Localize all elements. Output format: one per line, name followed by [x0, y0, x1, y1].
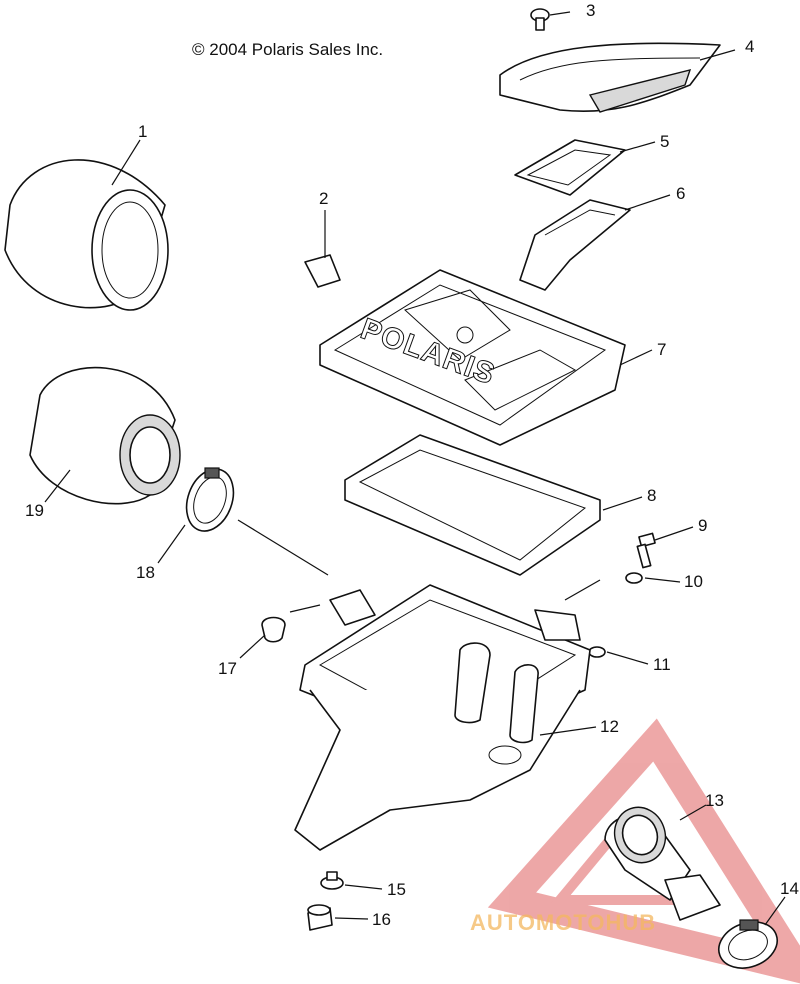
part-8-seal [344, 434, 601, 576]
part-11-washer [588, 646, 606, 658]
callout-10: 10 [684, 572, 703, 591]
callout-2: 2 [319, 189, 328, 208]
part-3-screw [530, 8, 550, 31]
callout-3: 3 [586, 1, 595, 20]
part-16-cap [307, 904, 333, 931]
callout-11: 11 [653, 655, 671, 674]
callout-6: 6 [676, 184, 685, 203]
part-19-inner-filter [29, 366, 181, 505]
callout-labels: 1 2 3 4 5 6 7 8 9 10 11 12 13 14 15 16 1… [25, 1, 799, 929]
copyright-notice: © 2004 Polaris Sales Inc. [192, 40, 384, 59]
callout-12: 12 [600, 717, 619, 736]
callout-9: 9 [698, 516, 707, 535]
callout-5: 5 [660, 132, 669, 151]
part-14-clamp [718, 919, 778, 969]
part-9-bolt [636, 532, 656, 569]
watermark-text: AUTOMOTOHUB [470, 910, 656, 935]
part-15-plug [320, 871, 344, 890]
part-5-gasket [514, 139, 626, 196]
callout-17: 17 [218, 659, 237, 678]
callout-1: 1 [138, 122, 147, 141]
part-6-inlet-duct [519, 199, 631, 291]
callout-19: 19 [25, 501, 44, 520]
part-13-intake-boot [604, 806, 721, 921]
part-18-clamp [185, 467, 235, 532]
watermark-brand: AUTOMOTOHUB [470, 910, 656, 935]
callout-14: 14 [780, 879, 799, 898]
part-2-clip [304, 254, 341, 288]
part-1-outer-filter [4, 159, 169, 311]
callout-15: 15 [387, 880, 406, 899]
part-10-washer [625, 572, 643, 584]
callout-16: 16 [372, 910, 391, 929]
callout-13: 13 [705, 791, 724, 810]
part-4-intake-cover [499, 42, 721, 113]
leader-lines [44, 11, 786, 926]
callout-8: 8 [647, 486, 656, 505]
part-17-grommet [261, 616, 286, 643]
part-12-airbox-housing [294, 584, 591, 851]
part-7-airbox-cover: POLARIS [319, 269, 626, 446]
callout-18: 18 [136, 563, 155, 582]
callout-7: 7 [657, 340, 666, 359]
callout-4: 4 [745, 37, 754, 56]
